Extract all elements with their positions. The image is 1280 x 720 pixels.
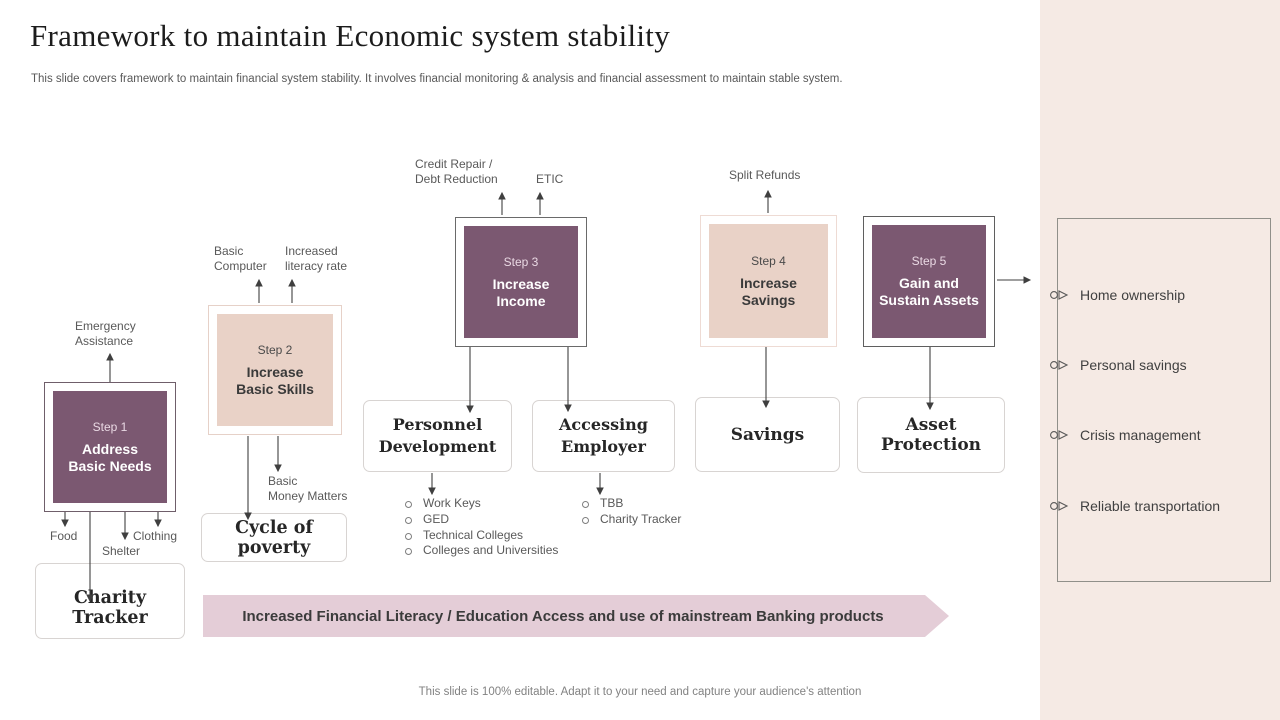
step-1-box: Step 1 Address Basic Needs <box>44 382 176 512</box>
accessing-employer-box: Accessing Employer <box>532 400 675 472</box>
sidebar-item-label: Crisis management <box>1080 427 1201 443</box>
clothing-label: Clothing <box>133 529 178 543</box>
sidebar-item-home-ownership: Home ownership <box>1049 287 1185 303</box>
basic-computer-label: Basic Computer <box>214 244 267 273</box>
sidebar-item-reliable-transportation: Reliable transportation <box>1049 498 1220 514</box>
sidebar-item-label: Reliable transportation <box>1080 498 1221 514</box>
banner-arrow: Increased Financial Literacy / Education… <box>203 595 949 637</box>
step-title: Increase Income <box>492 275 550 309</box>
step-4-box: Step 4 Increase Savings <box>700 215 837 347</box>
step-5-inner: Step 5 Gain and Sustain Assets <box>872 225 986 338</box>
cycle-of-poverty-box: Cycle of poverty <box>201 513 347 562</box>
credit-repair-label: Credit Repair / Debt Reduction <box>415 157 498 186</box>
step-title: Address Basic Needs <box>68 440 152 474</box>
step-label: Step 4 <box>751 253 786 268</box>
split-refunds-label: Split Refunds <box>729 168 801 182</box>
charity-tracker-box: Charity Tracker <box>35 563 185 639</box>
savings-box: Savings <box>695 397 840 472</box>
step-2-box: Step 2 Increase Basic Skills <box>208 305 342 435</box>
emergency-assistance-label: Emergency Assistance <box>75 319 136 348</box>
list-item: Technical Colleges <box>402 528 558 544</box>
step-title: Increase Savings <box>740 274 797 308</box>
sidebar-item-crisis-management: Crisis management <box>1049 427 1201 443</box>
sidebar-item-label: Home ownership <box>1080 287 1186 303</box>
accessing-employer-list: TBB Charity Tracker <box>579 496 681 528</box>
asset-protection-box: Asset Protection <box>857 397 1005 473</box>
increased-literacy-label: Increased literacy rate <box>285 244 348 273</box>
step-3-inner: Step 3 Increase Income <box>464 226 578 338</box>
personnel-development-box: Personnel Development <box>363 400 512 472</box>
list-item: TBB <box>579 496 681 512</box>
circle-arrow-icon <box>1050 360 1069 370</box>
step-3-box: Step 3 Increase Income <box>455 217 587 347</box>
sidebar-item-personal-savings: Personal savings <box>1049 357 1187 373</box>
step-1-inner: Step 1 Address Basic Needs <box>53 391 167 503</box>
footer-note: This slide is 100% editable. Adapt it to… <box>418 686 862 698</box>
circle-arrow-icon <box>1050 290 1069 300</box>
step-title: Increase Basic Skills <box>236 363 314 397</box>
etic-label: ETIC <box>536 172 564 186</box>
banner-text: Increased Financial Literacy / Education… <box>242 607 884 625</box>
step-label: Step 3 <box>503 254 539 269</box>
food-label: Food <box>50 529 78 543</box>
step-label: Step 5 <box>911 254 947 268</box>
shelter-label: Shelter <box>102 544 141 558</box>
personnel-development-list: Work Keys GED Technical Colleges College… <box>402 496 558 559</box>
step-2-inner: Step 2 Increase Basic Skills <box>217 314 333 426</box>
list-item: Colleges and Universities <box>402 543 558 559</box>
sidebar-item-label: Personal savings <box>1080 357 1187 373</box>
list-item: GED <box>402 512 558 528</box>
step-title: Gain and Sustain Assets <box>879 275 979 308</box>
list-item: Work Keys <box>402 496 558 512</box>
side-panel <box>1040 0 1280 720</box>
outcomes-frame <box>1057 218 1271 582</box>
step-5-box: Step 5 Gain and Sustain Assets <box>863 216 995 347</box>
basic-money-matters-label: Basic Money Matters <box>268 474 348 503</box>
list-item: Charity Tracker <box>579 512 681 528</box>
step-4-inner: Step 4 Increase Savings <box>709 224 828 338</box>
step-label: Step 1 <box>92 419 128 434</box>
circle-arrow-icon <box>1050 430 1069 440</box>
step-label: Step 2 <box>257 342 293 357</box>
page-title: Framework to maintain Economic system st… <box>30 18 671 53</box>
page-subtitle: This slide covers framework to maintain … <box>31 73 843 85</box>
circle-arrow-icon <box>1050 501 1069 511</box>
